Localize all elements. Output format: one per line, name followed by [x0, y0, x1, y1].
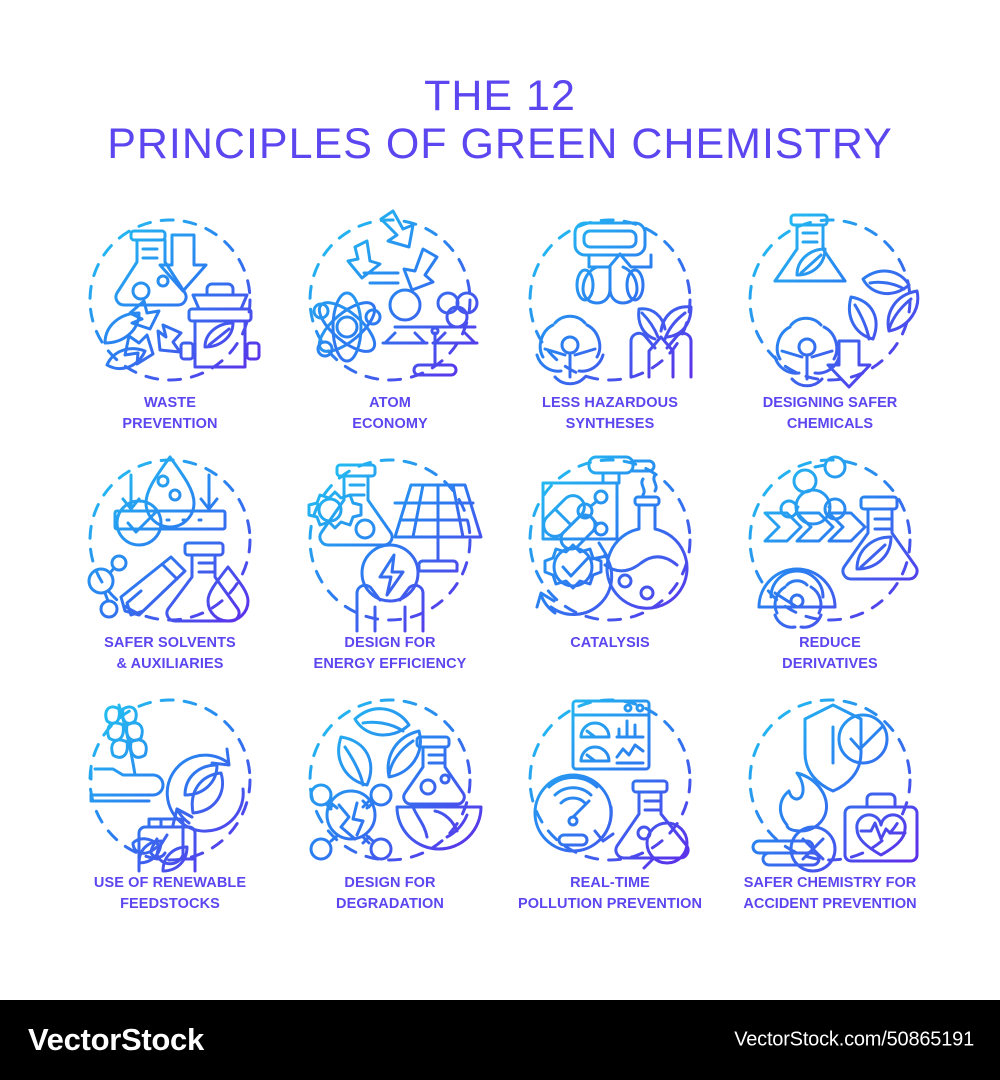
icon-realtime-pollution-prevention — [515, 685, 705, 875]
icon-energy-efficiency — [295, 445, 485, 635]
principle-label: LESS HAZARDOUS SYNTHESES — [542, 395, 678, 432]
icon-accident-prevention — [735, 685, 925, 875]
title-line-2: PRINCIPLES OF GREEN CHEMISTRY — [107, 120, 893, 169]
principle-label: ATOM ECONOMY — [352, 395, 428, 432]
principle-card-atom-economy[interactable]: ATOM ECONOMY — [280, 205, 500, 445]
principle-card-accident-prevention[interactable]: SAFER CHEMISTRY FOR ACCIDENT PREVENTION — [720, 685, 940, 925]
icon-design-for-degradation — [295, 685, 485, 875]
footer-brand: VectorStock — [28, 1022, 204, 1057]
principle-card-catalysis[interactable]: CATALYSIS — [500, 445, 720, 685]
title-line-1: THE 12 — [424, 72, 576, 120]
principle-label: SAFER CHEMISTRY FOR ACCIDENT PREVENTION — [743, 875, 917, 912]
principle-card-less-hazardous-syntheses[interactable]: LESS HAZARDOUS SYNTHESES — [500, 205, 720, 445]
principle-label: WASTE PREVENTION — [122, 395, 218, 432]
principle-card-waste-prevention[interactable]: WASTE PREVENTION — [60, 205, 280, 445]
principle-label: SAFER SOLVENTS & AUXILIARIES — [104, 635, 236, 672]
icon-designing-safer-chemicals — [735, 205, 925, 395]
icon-safer-solvents — [75, 445, 265, 635]
icon-waste-prevention — [75, 205, 265, 395]
principle-card-designing-safer-chemicals[interactable]: DESIGNING SAFER CHEMICALS — [720, 205, 940, 445]
principle-card-design-for-degradation[interactable]: DESIGN FOR DEGRADATION — [280, 685, 500, 925]
principle-label: DESIGN FOR ENERGY EFFICIENCY — [313, 635, 467, 672]
principle-label: DESIGNING SAFER CHEMICALS — [762, 395, 898, 432]
principle-label: CATALYSIS — [570, 635, 650, 651]
footer-url: VectorStock.com/50865191 — [734, 1028, 974, 1051]
icon-reduce-derivatives — [735, 445, 925, 635]
principle-card-safer-solvents[interactable]: SAFER SOLVENTS & AUXILIARIES — [60, 445, 280, 685]
principle-label: DESIGN FOR DEGRADATION — [336, 875, 444, 912]
principle-card-renewable-feedstocks[interactable]: USE OF RENEWABLE FEEDSTOCKS — [60, 685, 280, 925]
icon-less-hazardous-syntheses — [515, 205, 705, 395]
page-title: THE 12 PRINCIPLES OF GREEN CHEMISTRY — [0, 72, 1000, 168]
principle-label: REDUCE DERIVATIVES — [782, 635, 878, 672]
icon-renewable-feedstocks — [75, 685, 265, 875]
footer-watermark-bar: VectorStock VectorStock.com/50865191 — [0, 1000, 1000, 1080]
principle-card-realtime-pollution-prevention[interactable]: REAL-TIME POLLUTION PREVENTION — [500, 685, 720, 925]
principle-label: USE OF RENEWABLE FEEDSTOCKS — [93, 875, 247, 912]
principle-card-reduce-derivatives[interactable]: REDUCE DERIVATIVES — [720, 445, 940, 685]
principle-card-energy-efficiency[interactable]: DESIGN FOR ENERGY EFFICIENCY — [280, 445, 500, 685]
principle-label: REAL-TIME POLLUTION PREVENTION — [517, 875, 703, 912]
icon-catalysis — [515, 445, 705, 635]
icon-atom-economy — [295, 205, 485, 395]
principles-grid: WASTE PREVENTION — [60, 205, 940, 925]
